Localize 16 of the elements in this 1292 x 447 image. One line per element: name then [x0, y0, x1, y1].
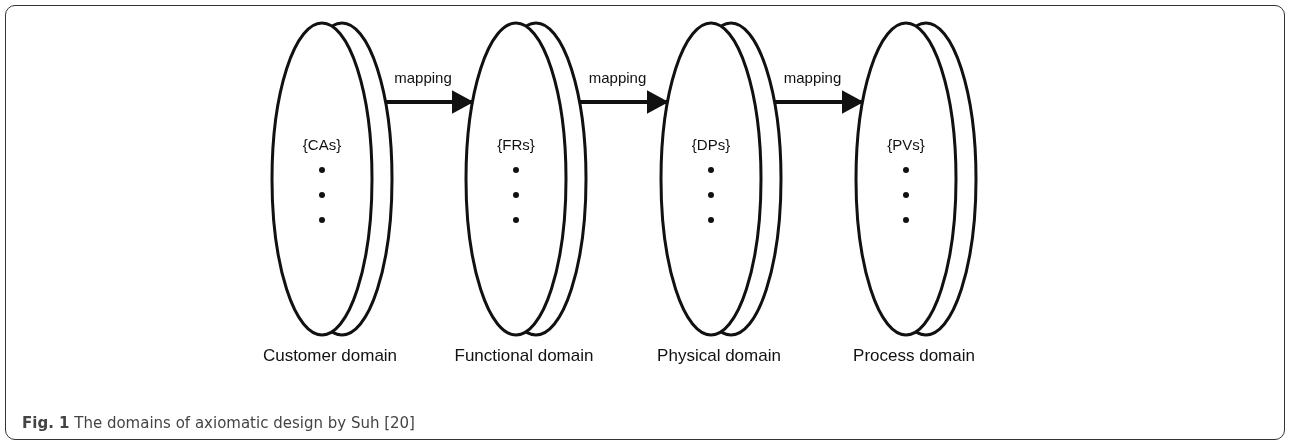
set-label: {DPs} [690, 136, 732, 153]
set-label: {CAs} [301, 136, 343, 153]
domain-ellipse [464, 22, 588, 336]
set-label: {FRs} [496, 136, 536, 153]
set-label: {PVs} [886, 136, 926, 153]
domain-ellipse [270, 22, 394, 336]
domain-label: Physical domain [656, 345, 782, 366]
edge-label: mapping [588, 69, 647, 86]
edge-label: mapping [394, 69, 452, 86]
domain-ellipse [659, 22, 783, 336]
figure-caption: Fig. 1 The domains of axiomatic design by Suh [20] [22, 414, 415, 432]
domain-label: Customer domain [261, 345, 399, 366]
domain-label: Process domain [852, 345, 976, 366]
domain-ellipse [854, 22, 978, 336]
edge-label: mapping [783, 69, 842, 86]
domain-label: Functional domain [454, 345, 594, 366]
